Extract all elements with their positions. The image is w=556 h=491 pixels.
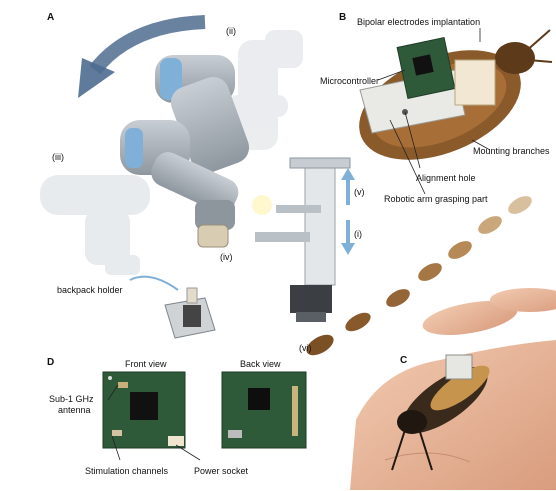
stage-arrows — [341, 168, 355, 255]
pcb-front — [102, 371, 186, 449]
microcontroller-label: Microcontroller — [320, 76, 380, 86]
panel-b-leaders — [377, 28, 491, 195]
rotation-arrow-head — [78, 58, 115, 98]
antenna-label-line2: antenna — [58, 405, 91, 415]
bipolar-electrodes-label: Bipolar electrodes implantation — [357, 17, 481, 27]
power-socket-label: Power socket — [194, 466, 249, 476]
step-label-vi: (vi) — [299, 343, 312, 353]
panel-letter-d: D — [47, 357, 55, 368]
step-label-iv: (iv) — [220, 252, 233, 262]
robot-arm-ghost-iii — [40, 175, 150, 275]
front-view-label: Front view — [125, 359, 167, 369]
grasping-part-label: Robotic arm grasping part — [384, 194, 488, 204]
panel-d-leaders — [107, 384, 201, 461]
rotation-arrow — [89, 15, 206, 75]
alignment-hole-label: Alignment hole — [416, 173, 476, 183]
hand-cockroach — [391, 354, 490, 471]
cockroach-trail — [306, 196, 532, 356]
step-label-iii: (iii) — [52, 152, 64, 162]
stimulation-channels-label: Stimulation channels — [85, 466, 169, 476]
linear-stage — [255, 157, 351, 322]
pcb-back — [221, 371, 307, 449]
robot-arm-ghost-ii — [228, 30, 303, 150]
panel-letter-c: C — [400, 355, 408, 366]
back-view-label: Back view — [240, 359, 281, 369]
step-label-v: (v) — [354, 187, 365, 197]
backpack-holder-label: backpack holder — [57, 285, 123, 295]
panel-letter-b: B — [339, 12, 347, 23]
antenna-label-line1: Sub-1 GHz — [49, 394, 94, 404]
backpack-holder — [129, 275, 216, 339]
robot-arm-main — [120, 55, 272, 248]
panel-letter-a: A — [47, 12, 55, 23]
mounting-branches-label: Mounting branches — [473, 146, 550, 156]
cockroach-backpack — [359, 29, 553, 160]
step-label-ii: (ii) — [226, 26, 236, 36]
step-label-i: (i) — [354, 229, 362, 239]
